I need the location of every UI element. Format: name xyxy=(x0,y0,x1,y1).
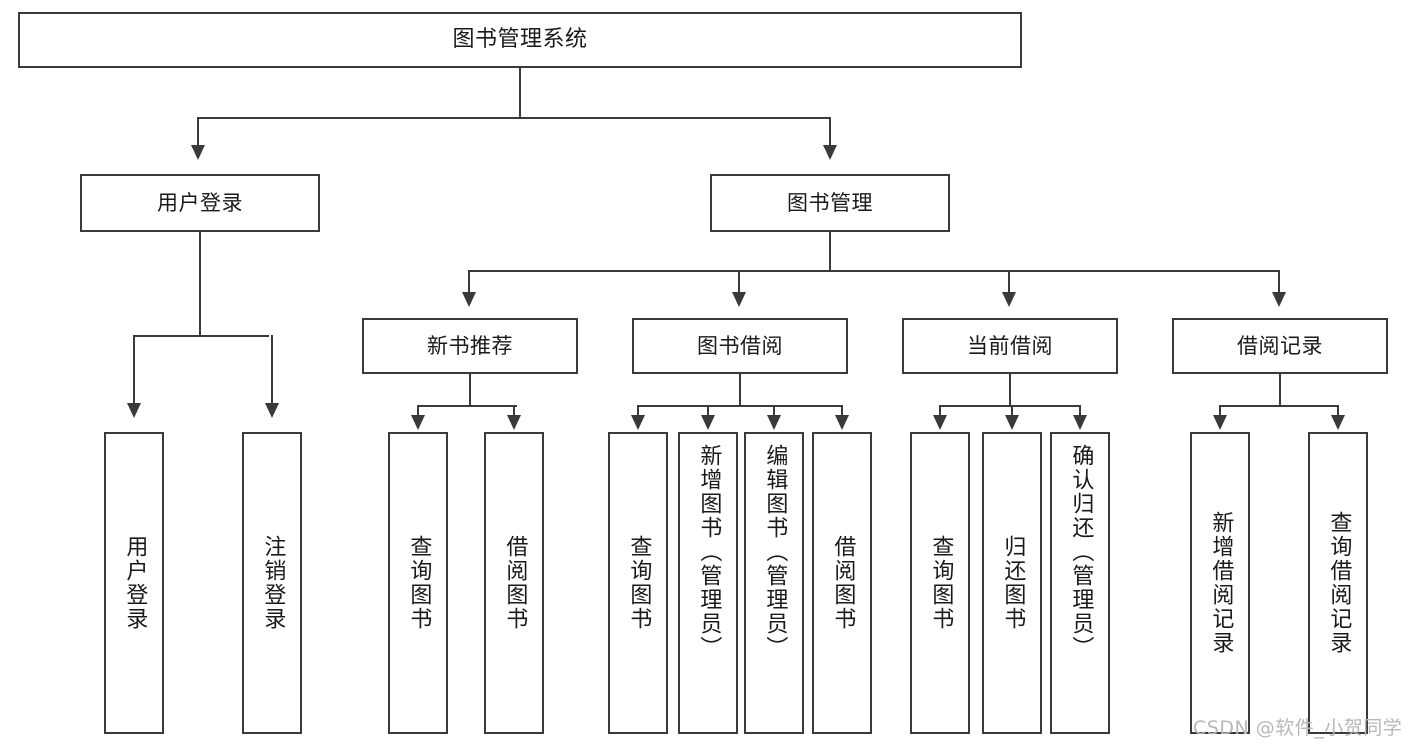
connector-root-to-user-login xyxy=(197,117,199,147)
arrowhead-borrow-record-to-leaf-1 xyxy=(1213,415,1227,430)
node-leaf-query-book-2[interactable]: 查询图书 xyxy=(608,432,668,734)
arrowhead-borrow-record-to-leaf-2 xyxy=(1331,415,1345,430)
node-leaf-query-book-3-label: 查询图书 xyxy=(928,535,954,631)
node-leaf-borrow-book-1-label: 借阅图书 xyxy=(502,535,528,631)
connector-book-manage-stem xyxy=(829,232,831,270)
node-book-manage-label: 图书管理 xyxy=(787,190,873,215)
connector-borrow-record-to-leaf-2 xyxy=(1337,405,1339,419)
connector-borrow-record-stem xyxy=(1279,374,1281,405)
node-leaf-query-book-1-label: 查询图书 xyxy=(406,535,432,631)
node-leaf-add-book-label: 新增图书（管理员） xyxy=(696,444,722,660)
node-book-manage[interactable]: 图书管理 xyxy=(710,174,950,232)
connector-book-manage-to-new-book xyxy=(468,270,470,294)
node-leaf-return-book[interactable]: 归还图书 xyxy=(982,432,1042,734)
connector-book-manage-to-book-borrow xyxy=(738,270,740,294)
node-leaf-edit-book[interactable]: 编辑图书（管理员） xyxy=(744,432,804,734)
node-leaf-add-record-label: 新增借阅记录 xyxy=(1208,511,1234,655)
connector-book-borrow-to-leaf-3 xyxy=(773,405,775,419)
arrowhead-book-manage-to-book-borrow xyxy=(732,292,746,307)
connector-current-borrow-to-leaf-2 xyxy=(1011,405,1013,419)
arrowhead-new-book-to-leaf-1 xyxy=(411,415,425,430)
arrowhead-current-borrow-to-leaf-3 xyxy=(1073,415,1087,430)
connector-borrow-record-to-leaf-1 xyxy=(1219,405,1221,419)
node-leaf-query-book-3[interactable]: 查询图书 xyxy=(910,432,970,734)
connector-current-borrow-to-leaf-3 xyxy=(1079,405,1081,419)
connector-root-stem xyxy=(519,68,521,117)
node-leaf-query-book-1[interactable]: 查询图书 xyxy=(388,432,448,734)
node-book-borrow-label: 图书借阅 xyxy=(697,333,783,358)
connector-book-borrow-to-leaf-4 xyxy=(841,405,843,419)
connector-new-book-stem xyxy=(469,374,471,405)
connector-new-book-to-leaf-2 xyxy=(513,405,515,419)
connector-new-book-bar xyxy=(417,405,517,407)
arrowhead-current-borrow-to-leaf-2 xyxy=(1005,415,1019,430)
node-leaf-add-record[interactable]: 新增借阅记录 xyxy=(1190,432,1250,734)
node-leaf-user-login-label: 用户登录 xyxy=(122,535,148,631)
arrowhead-new-book-to-leaf-2 xyxy=(507,415,521,430)
node-leaf-return-book-label: 归还图书 xyxy=(1000,535,1026,631)
arrowhead-book-borrow-to-leaf-1 xyxy=(631,415,645,430)
node-leaf-borrow-book-2-label: 借阅图书 xyxy=(830,535,856,631)
node-root-system[interactable]: 图书管理系统 xyxy=(18,12,1022,68)
connector-book-borrow-to-leaf-2 xyxy=(707,405,709,419)
arrowhead-book-manage-to-new-book xyxy=(462,292,476,307)
connector-book-manage-to-current-borrow xyxy=(1008,270,1010,294)
connector-current-borrow-stem xyxy=(1009,374,1011,405)
node-leaf-query-record-label: 查询借阅记录 xyxy=(1326,511,1352,655)
connector-book-manage-bar xyxy=(468,270,1280,272)
arrowhead-book-borrow-to-leaf-4 xyxy=(835,415,849,430)
arrowhead-root-to-book-manage xyxy=(823,145,837,160)
node-leaf-borrow-book-1[interactable]: 借阅图书 xyxy=(484,432,544,734)
connector-user-login-to-leaf-1 xyxy=(133,335,135,405)
arrowhead-book-manage-to-current-borrow xyxy=(1002,292,1016,307)
node-user-login-label: 用户登录 xyxy=(157,190,243,215)
connector-book-borrow-bar xyxy=(637,405,843,407)
connector-book-manage-to-borrow-record xyxy=(1278,270,1280,294)
arrowhead-book-borrow-to-leaf-2 xyxy=(701,415,715,430)
connector-current-borrow-bar xyxy=(939,405,1081,407)
node-leaf-confirm-return[interactable]: 确认归还（管理员） xyxy=(1050,432,1110,734)
node-leaf-query-record[interactable]: 查询借阅记录 xyxy=(1308,432,1368,734)
connector-new-book-to-leaf-1 xyxy=(417,405,419,419)
node-leaf-confirm-return-label: 确认归还（管理员） xyxy=(1068,444,1094,660)
arrowhead-root-to-user-login xyxy=(191,145,205,160)
node-user-login[interactable]: 用户登录 xyxy=(80,174,320,232)
arrowhead-book-borrow-to-leaf-3 xyxy=(767,415,781,430)
node-leaf-edit-book-label: 编辑图书（管理员） xyxy=(762,444,788,660)
connector-user-login-stem xyxy=(199,232,201,335)
node-root-system-label: 图书管理系统 xyxy=(452,27,588,52)
node-current-borrow-label: 当前借阅 xyxy=(967,333,1053,358)
node-current-borrow[interactable]: 当前借阅 xyxy=(902,318,1118,374)
connector-book-borrow-to-leaf-1 xyxy=(637,405,639,419)
node-borrow-record-label: 借阅记录 xyxy=(1237,333,1323,358)
node-borrow-record[interactable]: 借阅记录 xyxy=(1172,318,1388,374)
arrowhead-current-borrow-to-leaf-1 xyxy=(933,415,947,430)
node-leaf-user-login[interactable]: 用户登录 xyxy=(104,432,164,734)
node-new-book-recommend[interactable]: 新书推荐 xyxy=(362,318,578,374)
connector-current-borrow-to-leaf-1 xyxy=(939,405,941,419)
connector-borrow-record-bar xyxy=(1219,405,1339,407)
node-leaf-logout[interactable]: 注销登录 xyxy=(242,432,302,734)
connector-user-login-to-leaf-2 xyxy=(271,335,273,405)
connector-book-borrow-stem xyxy=(739,374,741,405)
connector-root-bar xyxy=(197,117,831,119)
arrowhead-book-manage-to-borrow-record xyxy=(1272,292,1286,307)
arrowhead-user-login-to-leaf-1 xyxy=(127,403,141,418)
node-leaf-borrow-book-2[interactable]: 借阅图书 xyxy=(812,432,872,734)
connector-root-to-book-manage xyxy=(829,117,831,147)
node-leaf-logout-label: 注销登录 xyxy=(260,535,286,631)
node-leaf-query-book-2-label: 查询图书 xyxy=(626,535,652,631)
node-leaf-add-book[interactable]: 新增图书（管理员） xyxy=(678,432,738,734)
arrowhead-user-login-to-leaf-2 xyxy=(265,403,279,418)
node-book-borrow[interactable]: 图书借阅 xyxy=(632,318,848,374)
node-new-book-recommend-label: 新书推荐 xyxy=(427,333,513,358)
connector-user-login-bar xyxy=(133,335,269,337)
